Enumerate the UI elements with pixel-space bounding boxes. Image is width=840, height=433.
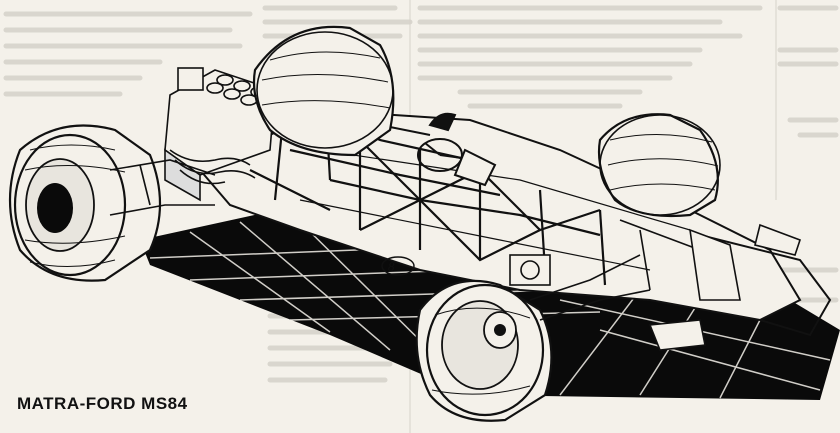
rear-left-wheel <box>8 124 162 282</box>
suspension <box>109 159 802 351</box>
svg-text:8: 8 <box>388 259 395 274</box>
front-right-wheel <box>597 113 721 218</box>
chassis-body <box>198 108 832 337</box>
car-number: 8 <box>381 256 415 276</box>
cockpit <box>379 112 497 187</box>
engine <box>164 67 276 202</box>
front-left-wheel <box>415 279 553 422</box>
illustration-caption: MATRA-FORD MS84 <box>13 392 192 416</box>
rear-right-wheel <box>252 25 395 157</box>
